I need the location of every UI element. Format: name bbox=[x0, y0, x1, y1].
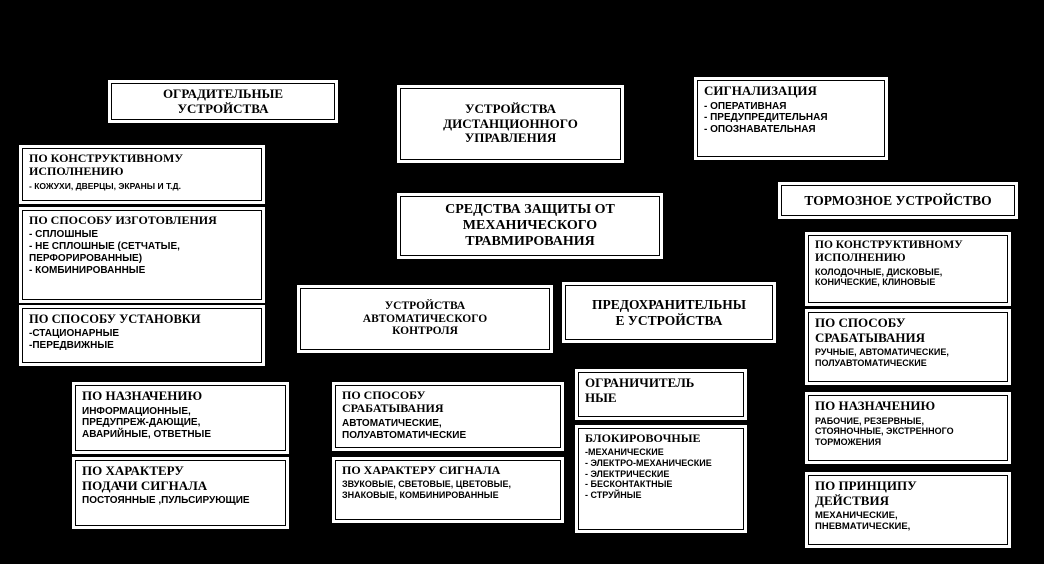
box-title: БЛОКИРОВОЧНЫЕ bbox=[585, 431, 701, 445]
box-central-title: СРЕДСТВА ЗАЩИТЫ ОТ МЕХАНИЧЕСКОГО ТРАВМИР… bbox=[397, 193, 663, 259]
box-by-action-principle: ПО ПРИНЦИПУ ДЕЙСТВИЯ МЕХАНИЧЕСКИЕ, ПНЕВМ… bbox=[805, 472, 1011, 548]
box-items: -МЕХАНИЧЕСКИЕ - ЭЛЕКТРО-МЕХАНИЧЕСКИЕ - Э… bbox=[585, 447, 712, 500]
box-items: - ОПЕРАТИВНАЯ - ПРЕДУПРЕДИТЕЛЬНАЯ - ОПОЗ… bbox=[704, 100, 828, 136]
box-items: ЗВУКОВЫЕ, СВЕТОВЫЕ, ЦВЕТОВЫЕ, ЗНАКОВЫЕ, … bbox=[342, 479, 511, 501]
box-guard-by-manufacture: ПО СПОСОБУ ИЗГОТОВЛЕНИЯ - СПЛОШНЫЕ - НЕ … bbox=[19, 207, 265, 303]
box-remote-control-devices: УСТРОЙСТВА ДИСТАНЦИОННОГО УПРАВЛЕНИЯ bbox=[397, 85, 624, 163]
box-items: - КОЖУХИ, ДВЕРЦЫ, ЭКРАНЫ И Т.Д. bbox=[29, 180, 181, 191]
box-title: ПО СПОСОБУ СРАБАТЫВАНИЯ bbox=[342, 388, 444, 416]
box-items: КОЛОДОЧНЫЕ, ДИСКОВЫЕ, КОНИЧЕСКИЕ, КЛИНОВ… bbox=[815, 266, 943, 288]
box-title: СРЕДСТВА ЗАЩИТЫ ОТ МЕХАНИЧЕСКОГО ТРАВМИР… bbox=[445, 202, 615, 249]
box-signaling-by-purpose: ПО НАЗНАЧЕНИЮ ИНФОРМАЦИОННЫЕ, ПРЕДУПРЕЖ-… bbox=[72, 382, 289, 454]
box-title: СИГНАЛИЗАЦИЯ bbox=[704, 83, 817, 98]
box-title: ПО СПОСОБУ УСТАНОВКИ bbox=[29, 312, 201, 326]
box-brake-by-actuation: ПО СПОСОБУ СРАБАТЫВАНИЯ РУЧНЫЕ, АВТОМАТИ… bbox=[805, 309, 1011, 385]
box-brake-by-purpose: ПО НАЗНАЧЕНИЮ РАБОЧИЕ, РЕЗЕРВНЫЕ, СТОЯНО… bbox=[805, 392, 1011, 464]
box-title: ПО ХАРАКТЕРУ СИГНАЛА bbox=[342, 463, 501, 477]
box-title: ПО КОНСТРУКТИВНОМУ ИСПОЛНЕНИЮ bbox=[815, 239, 963, 264]
box-guard-by-construction: ПО КОНСТРУКТИВНОМУ ИСПОЛНЕНИЮ - КОЖУХИ, … bbox=[19, 145, 265, 204]
box-safety-devices: ПРЕДОХРАНИТЕЛЬНЫ Е УСТРОЙСТВА bbox=[562, 282, 776, 343]
box-title: ПО ХАРАКТЕРУ ПОДАЧИ СИГНАЛА bbox=[82, 463, 208, 493]
box-autocontrol-by-actuation: ПО СПОСОБУ СРАБАТЫВАНИЯ АВТОМАТИЧЕСКИЕ, … bbox=[332, 382, 564, 451]
box-title: УСТРОЙСТВА ДИСТАНЦИОННОГО УПРАВЛЕНИЯ bbox=[443, 101, 578, 146]
box-items: ИНФОРМАЦИОННЫЕ, ПРЕДУПРЕЖ-ДАЮЩИЕ, АВАРИЙ… bbox=[82, 405, 212, 441]
box-limiting-devices: ОГРАНИЧИТЕЛЬ НЫЕ bbox=[575, 369, 747, 420]
box-signal-character: ПО ХАРАКТЕРУ СИГНАЛА ЗВУКОВЫЕ, СВЕТОВЫЕ,… bbox=[332, 457, 564, 523]
box-title: ПО НАЗНАЧЕНИЮ bbox=[82, 388, 203, 403]
box-title: ПРЕДОХРАНИТЕЛЬНЫ Е УСТРОЙСТВА bbox=[591, 297, 747, 328]
box-title: ПО СПОСОБУ ИЗГОТОВЛЕНИЯ bbox=[29, 213, 217, 227]
box-items: РАБОЧИЕ, РЕЗЕРВНЫЕ, СТОЯНОЧНЫЕ, ЭКСТРЕНН… bbox=[815, 415, 954, 447]
box-brake-by-construction: ПО КОНСТРУКТИВНОМУ ИСПОЛНЕНИЮ КОЛОДОЧНЫЕ… bbox=[805, 232, 1011, 306]
box-title: ПО ПРИНЦИПУ ДЕЙСТВИЯ bbox=[815, 478, 917, 508]
box-auto-control-devices: УСТРОЙСТВА АВТОМАТИЧЕСКОГО КОНТРОЛЯ bbox=[297, 285, 553, 353]
box-items: -СТАЦИОНАРНЫЕ -ПЕРЕДВИЖНЫЕ bbox=[29, 328, 120, 351]
box-signaling: СИГНАЛИЗАЦИЯ - ОПЕРАТИВНАЯ - ПРЕДУПРЕДИТ… bbox=[694, 77, 888, 160]
box-title: ПО СПОСОБУ СРАБАТЫВАНИЯ bbox=[815, 315, 926, 345]
box-brake-device: ТОРМОЗНОЕ УСТРОЙСТВО bbox=[778, 182, 1018, 219]
box-items: - СПЛОШНЫЕ - НЕ СПЛОШНЫЕ (СЕТЧАТЫЕ, ПЕРФ… bbox=[29, 229, 180, 276]
box-title: ТОРМОЗНОЕ УСТРОЙСТВО bbox=[804, 192, 992, 208]
box-title: ПО НАЗНАЧЕНИЮ bbox=[815, 398, 936, 413]
box-title: ПО КОНСТРУКТИВНОМУ ИСПОЛНЕНИЮ bbox=[29, 151, 184, 179]
box-items: РУЧНЫЕ, АВТОМАТИЧЕСКИЕ, ПОЛУАВТОМАТИЧЕСК… bbox=[815, 347, 949, 368]
box-items: АВТОМАТИЧЕСКИЕ, ПОЛУАВТОМАТИЧЕСКИЕ bbox=[342, 417, 467, 441]
box-items: ПОСТОЯННЫЕ ,ПУЛЬСИРУЮЩИЕ bbox=[82, 495, 250, 507]
box-title: ОГРАНИЧИТЕЛЬ НЫЕ bbox=[585, 375, 695, 405]
box-title: УСТРОЙСТВА АВТОМАТИЧЕСКОГО КОНТРОЛЯ bbox=[362, 299, 488, 338]
box-signal-feed-character: ПО ХАРАКТЕРУ ПОДАЧИ СИГНАЛА ПОСТОЯННЫЕ ,… bbox=[72, 457, 289, 529]
box-title: ОГРАДИТЕЛЬНЫЕ УСТРОЙСТВА bbox=[162, 85, 284, 116]
box-guard-by-installation: ПО СПОСОБУ УСТАНОВКИ -СТАЦИОНАРНЫЕ -ПЕРЕ… bbox=[19, 305, 265, 366]
box-guard-devices: ОГРАДИТЕЛЬНЫЕ УСТРОЙСТВА bbox=[108, 80, 338, 123]
box-blocking-devices: БЛОКИРОВОЧНЫЕ -МЕХАНИЧЕСКИЕ - ЭЛЕКТРО-МЕ… bbox=[575, 425, 747, 533]
box-items: МЕХАНИЧЕСКИЕ, ПНЕВМАТИЧЕСКИЕ, bbox=[815, 510, 911, 533]
